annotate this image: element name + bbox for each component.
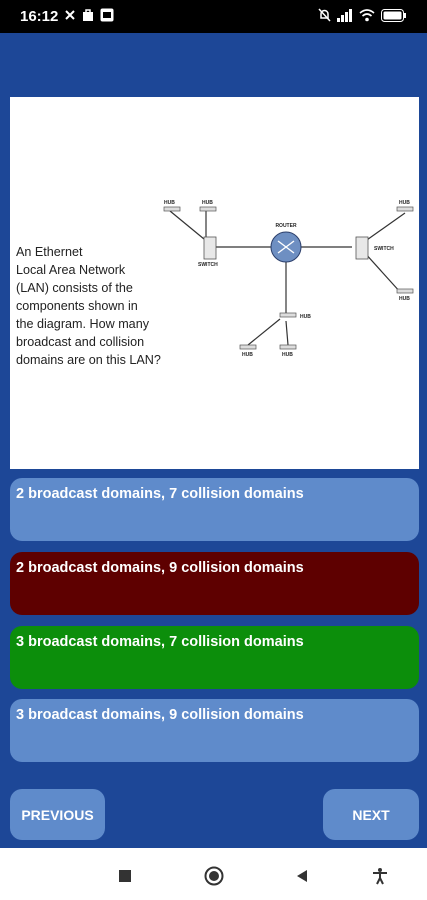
recents-square-icon[interactable] <box>113 864 137 888</box>
answer-option-3[interactable]: 3 broadcast domains, 7 collision domains <box>10 626 419 689</box>
status-left-icons <box>64 8 114 22</box>
switch-left <box>203 236 217 260</box>
quiz-screen: An Ethernet Local Area Network (LAN) con… <box>0 33 427 848</box>
system-nav-bar <box>0 848 427 900</box>
status-right-icons <box>318 8 407 22</box>
question-text: An Ethernet Local Area Network (LAN) con… <box>16 245 161 367</box>
app-badge-icon <box>100 8 114 22</box>
label-hub: HUB <box>282 352 293 358</box>
label-hub: HUB <box>399 296 410 302</box>
answer-option-1[interactable]: 2 broadcast domains, 7 collision domains <box>10 478 419 541</box>
label-switch-left: SWITCH <box>198 262 218 268</box>
close-icon <box>65 10 75 20</box>
previous-button[interactable]: PREVIOUS <box>10 789 105 840</box>
back-triangle-icon[interactable] <box>290 864 314 888</box>
lan-diagram: ROUTER SWITCH SWITCH HUB HUB HUB HUB HUB… <box>163 200 414 358</box>
signal-icon <box>337 8 352 22</box>
label-hub: HUB <box>202 200 213 206</box>
next-button[interactable]: NEXT <box>323 789 419 840</box>
battery-icon <box>381 8 406 22</box>
label-router: ROUTER <box>275 223 297 229</box>
answer-option-2[interactable]: 2 broadcast domains, 9 collision domains <box>10 552 419 615</box>
label-hub: HUB <box>164 200 175 206</box>
status-bar: 16:12 <box>0 0 427 33</box>
hub-bottom-2 <box>279 344 297 350</box>
accessibility-icon[interactable] <box>368 864 392 888</box>
question-card: An Ethernet Local Area Network (LAN) con… <box>10 97 419 469</box>
hub-bottom-right <box>396 288 414 294</box>
label-hub: HUB <box>399 200 410 206</box>
hub-top-left-2 <box>199 206 217 212</box>
hub-middle <box>279 312 297 318</box>
bag-icon <box>83 9 93 21</box>
home-circle-icon[interactable] <box>202 864 226 888</box>
hub-top-right <box>396 206 414 212</box>
label-hub: HUB <box>242 352 253 358</box>
status-time: 16:12 <box>20 8 59 25</box>
label-hub: HUB <box>300 314 311 320</box>
label-switch-right: SWITCH <box>374 246 394 252</box>
hub-bottom-1 <box>239 344 257 350</box>
hub-top-left-1 <box>163 206 181 212</box>
switch-right <box>355 236 369 260</box>
wifi-icon <box>359 8 375 21</box>
bell-off-icon <box>318 8 331 22</box>
answer-option-4[interactable]: 3 broadcast domains, 9 collision domains <box>10 699 419 762</box>
